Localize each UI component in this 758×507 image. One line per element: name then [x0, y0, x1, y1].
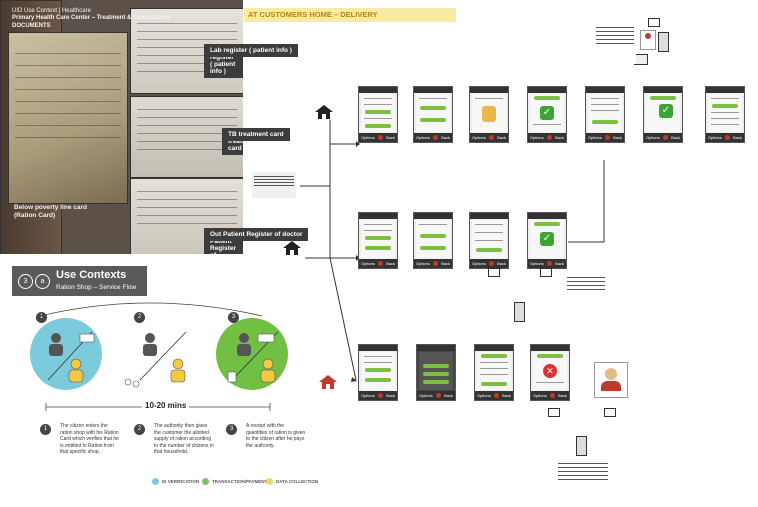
timeline-label: 10-20 mins	[142, 401, 189, 410]
step-2-number: 2	[134, 424, 145, 435]
legend-id: ID VERIFICATION	[152, 478, 199, 485]
step-3-number: 3	[226, 424, 237, 435]
legend-data: DATA COLLECTION	[266, 478, 318, 485]
legend-transaction: TRANSACTION/PAYMENT	[202, 478, 267, 485]
step-3-text: A receipt with the quantities of ration …	[246, 423, 306, 449]
step-1-text: The citizen enters the ration shop with …	[60, 423, 120, 456]
step-2-text: The authority then gives the customer th…	[154, 423, 214, 456]
step-1-number: 1	[40, 424, 51, 435]
